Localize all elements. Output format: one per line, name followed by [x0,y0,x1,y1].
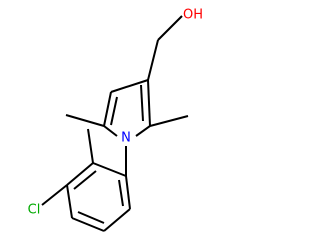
bond-ar4-ar5-double [77,211,105,224]
bond-ar4-ar5 [71,217,105,232]
bond-ar2-ar3-double [73,170,97,190]
bond-c5-methyl [65,114,105,127]
bond-ar3-cl [41,184,68,206]
bond-c2-c3-double [140,84,144,122]
bond-ar5-ar6 [103,208,131,232]
bond-ar3-ar4 [66,184,73,219]
atom-label-n: N [121,131,131,146]
atom-label-cl: Cl [28,203,41,218]
bond-ar1-ar2 [92,162,127,177]
bond-n1-c2 [135,125,151,137]
bond-ar2-ar3 [66,162,94,186]
molecule-diagram: OH N Cl [28,8,203,232]
bond-ar6-ar1 [125,175,131,210]
bond-ar2-methyl [87,128,94,164]
bond-c4-c5 [103,91,112,127]
bond-c3-ch2 [147,39,159,81]
bond-c3-c4 [110,79,149,93]
bond-c2-c3 [147,79,151,127]
atom-label-oh: OH [183,8,203,23]
bond-ar6-ar1-double [118,179,124,207]
bond-c5-n1 [103,125,118,137]
bond-c2-methyl [149,115,189,127]
bond-ch2-oh [157,15,183,41]
bond-c4-c5-double [110,96,118,126]
